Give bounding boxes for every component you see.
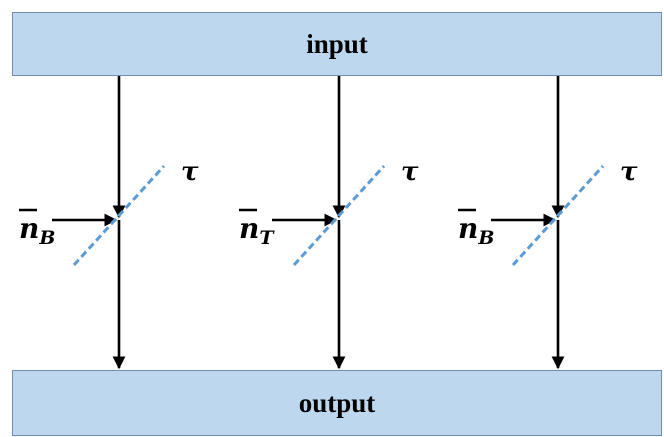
noise-symbol: n [239,212,259,245]
beam-splitter [292,164,386,267]
noise-label: nB [458,212,494,249]
noise-subscript: B [477,227,494,249]
noise-label: nT [239,212,275,249]
output-box: output [12,370,662,436]
output-label: output [298,387,376,418]
input-box: input [12,12,662,76]
noise-subscript: B [38,227,55,249]
transmissivity-label: τ [401,157,419,187]
noise-symbol: n [458,212,478,245]
noise-subscript: T [259,227,275,249]
noise-symbol: n [19,212,39,245]
noise-label: nB [19,212,55,249]
transmissivity-label: τ [620,157,638,187]
transmissivity-label: τ [181,157,199,187]
beam-splitter [511,164,605,267]
input-label: input [306,28,368,59]
beam-splitter [72,164,166,267]
